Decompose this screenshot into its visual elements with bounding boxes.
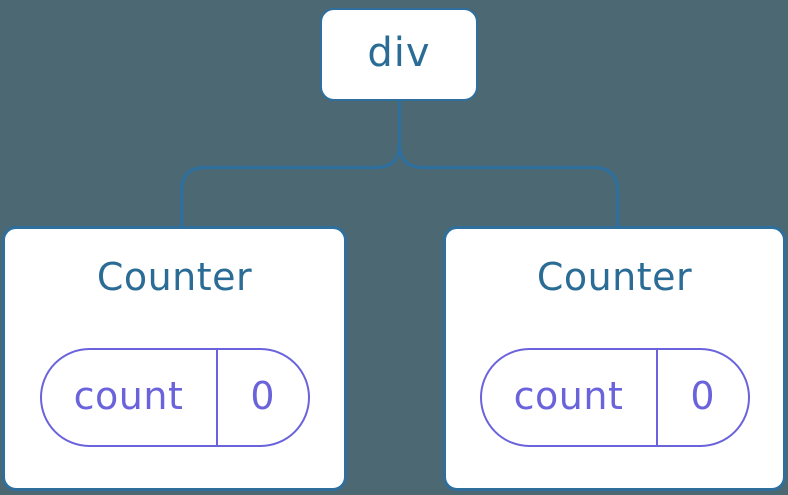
connector-right-branch: [397, 142, 620, 229]
state-pill: count 0: [479, 348, 750, 447]
state-value: 0: [250, 373, 275, 418]
state-pill: count 0: [39, 348, 310, 447]
counter-node-left: Counter count 0: [2, 226, 347, 491]
counter-title: Counter: [96, 255, 253, 299]
counter-node-right: Counter count 0: [443, 226, 786, 491]
counter-title: Counter: [536, 255, 693, 299]
state-value: 0: [690, 373, 715, 418]
root-node-label: div: [367, 29, 431, 76]
root-node-div: div: [320, 8, 478, 101]
state-key-label: count: [482, 350, 658, 445]
connector-left-branch: [179, 142, 402, 229]
state-key-label: count: [42, 350, 218, 445]
